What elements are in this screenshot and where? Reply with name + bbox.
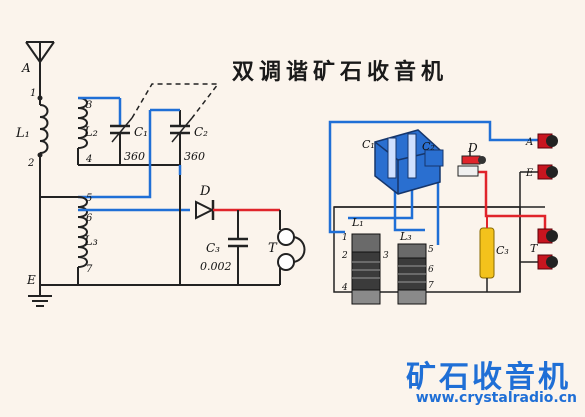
node-2 bbox=[37, 152, 43, 158]
c3-capacitor-pictorial bbox=[479, 216, 495, 292]
l2-label: L₂ bbox=[83, 125, 98, 140]
earth-symbol bbox=[28, 285, 52, 307]
variable-capacitor-pictorial bbox=[374, 129, 444, 195]
antenna-symbol bbox=[25, 41, 55, 90]
red-diode-wire bbox=[470, 170, 547, 236]
crystal-detector-pictorial bbox=[457, 148, 486, 177]
pict-pin-6: 6 bbox=[428, 265, 434, 275]
pin-1-label: 1 bbox=[30, 88, 36, 99]
terminal-e-label: E bbox=[525, 168, 534, 179]
blue-wire-l3 bbox=[78, 110, 182, 199]
pict-pin-5: 5 bbox=[428, 245, 434, 255]
c3-label: C₃ bbox=[206, 241, 220, 255]
c2-value: 360 bbox=[184, 150, 205, 163]
pict-pin-2: 2 bbox=[341, 251, 348, 261]
pin-6-label: 6 bbox=[86, 213, 93, 224]
diode-label: D bbox=[199, 184, 211, 199]
l1-coil bbox=[39, 104, 49, 154]
l2-coil bbox=[77, 97, 88, 149]
c1-pict-label: C₁ bbox=[362, 138, 375, 151]
pict-pin-3: 3 bbox=[383, 251, 389, 261]
c2-arrow bbox=[171, 117, 193, 143]
l1-label: L₁ bbox=[15, 126, 30, 141]
l1-pict-label: L₁ bbox=[351, 216, 364, 229]
brand-watermark: 矿石收音机 bbox=[406, 360, 571, 395]
c3-pict-label: C₃ bbox=[496, 244, 509, 257]
l3-label: L₃ bbox=[83, 234, 98, 249]
l1-coil-pictorial bbox=[351, 233, 381, 305]
pin-4-label: 4 bbox=[85, 154, 92, 165]
diagram-title: 双调谐矿石收音机 bbox=[232, 60, 449, 85]
terminal-a bbox=[537, 133, 558, 149]
c2-label: C₂ bbox=[194, 125, 208, 139]
pict-pin-1: 1 bbox=[342, 233, 348, 243]
headphones-label: T bbox=[268, 241, 278, 256]
c1-arrow bbox=[111, 117, 133, 143]
earth-label: E bbox=[26, 273, 36, 287]
terminal-a-label: A bbox=[525, 137, 533, 148]
c2-pict-label: C₂ bbox=[422, 140, 435, 153]
pict-pin-4: 4 bbox=[341, 283, 348, 293]
brand-url: www.crystalradio.cn bbox=[415, 390, 577, 406]
pin-2-label: 2 bbox=[27, 158, 34, 169]
blue-antenna-loop bbox=[328, 120, 545, 234]
pin-3-label: 3 bbox=[86, 100, 92, 111]
diode-symbol bbox=[195, 200, 215, 220]
c1-label: C₁ bbox=[134, 125, 148, 139]
gang-link bbox=[131, 83, 220, 119]
terminal-t2 bbox=[537, 254, 558, 270]
terminal-e bbox=[537, 164, 558, 180]
l3-coil-pictorial bbox=[397, 243, 427, 305]
pin-5-label: 5 bbox=[86, 193, 92, 204]
d-pict-label: D bbox=[467, 141, 478, 155]
antenna-label: A bbox=[21, 61, 31, 75]
c1-value: 360 bbox=[124, 150, 145, 163]
terminal-t1 bbox=[537, 228, 558, 244]
l3-pict-label: L₃ bbox=[399, 230, 412, 243]
pin-7-label: 7 bbox=[86, 264, 93, 275]
headphones-symbol bbox=[277, 210, 306, 285]
l3-coil bbox=[77, 196, 88, 268]
pict-pin-7: 7 bbox=[428, 281, 434, 291]
terminal-t-label: T bbox=[530, 242, 539, 255]
node-1 bbox=[37, 95, 43, 101]
c3-value: 0.002 bbox=[200, 260, 232, 273]
